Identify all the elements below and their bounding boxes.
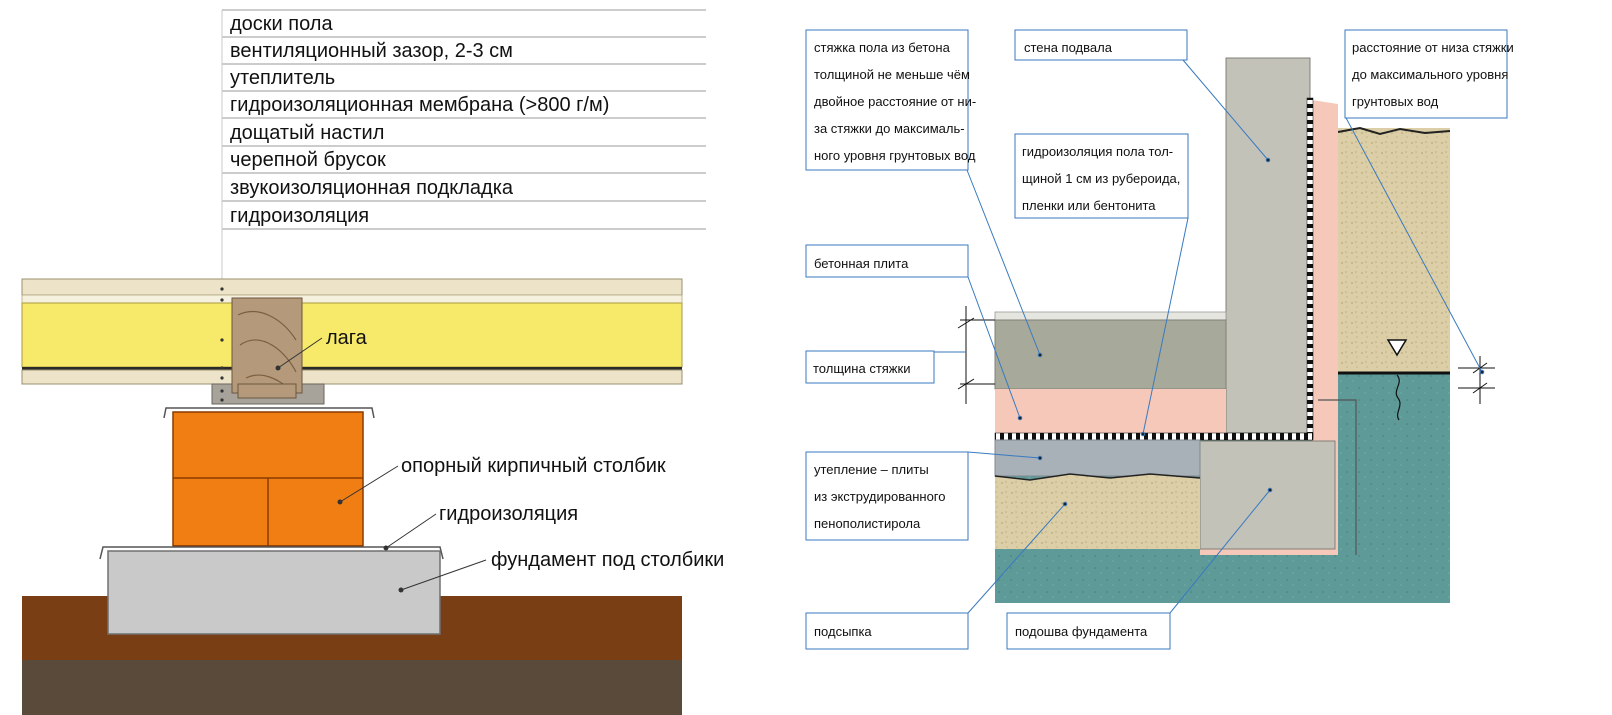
screed-note-line-5: ного уровня грунтовых вод [814, 148, 976, 163]
layers-list: доски пола вентиляционный зазор, 2-3 см … [230, 13, 609, 227]
screed-thickness-dimension [957, 306, 995, 404]
callout-box-basement-wall: стена подвала [1014, 29, 1188, 61]
cranial-bar [237, 383, 297, 399]
insulation-line-3: пенополистирола [814, 516, 921, 531]
pillar-waterproofing-cap [163, 407, 375, 419]
screed-note-line-3: двойное расстояние от ни- [814, 94, 976, 109]
concrete-screed [994, 319, 1227, 390]
screed-note-line-1: стяжка пола из бетона [814, 40, 951, 55]
layer-item-ventilation-gap: вентиляционный зазор, 2-3 см [230, 40, 513, 62]
insulation-edge [1318, 399, 1357, 555]
foundation-waterproofing-line [99, 546, 444, 560]
callout-box-footing: подошва фундамента [1006, 612, 1171, 650]
floor-pink-layer [995, 389, 1226, 433]
membrane-layer [22, 367, 682, 370]
floor-waterproofing-line-1: гидроизоляция пола тол- [1022, 144, 1173, 159]
groundwater-level-marker [1386, 339, 1408, 357]
callout-box-concrete-slab: бетонная плита [805, 244, 969, 278]
backfill-sand [995, 474, 1200, 549]
ground-surface-line [1337, 126, 1451, 136]
basement-wall-label: стена подвала [1024, 40, 1113, 55]
brick-pillar [172, 411, 364, 547]
distance-note-line-2: до максимального уровня [1352, 67, 1508, 82]
callout-brick-pillar: опорный кирпичный столбик [401, 455, 666, 477]
laga-body [231, 297, 303, 394]
distance-note-line-3: грунтовых вод [1352, 94, 1439, 109]
layer-item-sound-pad: звукоизоляционная подкладка [230, 177, 514, 199]
right-diagram: стяжка пола из бетона толщиной не меньше… [805, 29, 1514, 650]
screed-note-line-2: толщиной не меньше чём [814, 67, 970, 82]
basement-wall [1225, 57, 1311, 434]
pillar-foundation [107, 550, 441, 635]
callout-box-insulation: утепление – плиты из экструдированного п… [805, 451, 969, 541]
floor-finish-layer [994, 311, 1227, 321]
xps-insulation-board [994, 439, 1201, 477]
callout-waterproofing: гидроизоляция [439, 503, 578, 525]
screed-thickness-label: толщина стяжки [813, 361, 910, 376]
insulation-line-2: из экструдированного [814, 489, 945, 504]
callout-box-screed-note: стяжка пола из бетона толщиной не меньше… [805, 29, 976, 171]
ground-deep [22, 660, 682, 715]
sand-soil-right [1338, 128, 1450, 375]
callout-pillar-foundation: фундамент под столбики [491, 549, 724, 571]
floor-pie [21, 278, 683, 385]
water-distance-dimension [1458, 356, 1495, 404]
backfill-label: подсыпка [814, 624, 872, 639]
left-callout-leaders [275, 337, 487, 593]
distance-note-line-1: расстояние от низа стяжки [1352, 40, 1514, 55]
insulation-line-1: утепление – плиты [814, 462, 929, 477]
footing-label: подошва фундамента [1015, 624, 1148, 639]
left-callouts: лага опорный кирпичный столбик гидроизол… [326, 327, 724, 571]
left-diagram: доски пола вентиляционный зазор, 2-3 см … [21, 9, 724, 715]
layer-leader-dots [220, 287, 224, 402]
wall-waterproofing-strip [1306, 97, 1314, 439]
floor-boards-layer [21, 278, 683, 296]
concrete-slab-label: бетонная плита [814, 256, 909, 271]
floor-waterproofing-strip [994, 432, 1314, 441]
layer-item-cranial-bar: черепной брусок [230, 149, 386, 171]
layer-item-waterproofing: гидроизоляция [230, 205, 369, 227]
screed-note-line-4: за стяжки до максималь- [814, 121, 965, 136]
callout-box-screed-thickness: толщина стяжки [805, 350, 935, 384]
callout-box-floor-waterproofing: гидроизоляция пола тол- щиной 1 см из ру… [1014, 133, 1189, 219]
callout-box-distance-note: расстояние от низа стяжки до максимально… [1344, 29, 1514, 119]
callout-laga: лага [326, 327, 368, 349]
foundation-footing [1199, 440, 1336, 550]
layer-item-insulation: утеплитель [230, 67, 335, 89]
floor-waterproofing-line-3: пленки или бентонита [1022, 198, 1156, 213]
laga-beam [211, 297, 325, 405]
subfloor-layer [21, 369, 683, 385]
right-callout-leaders [934, 59, 1485, 614]
callout-box-backfill: подсыпка [805, 612, 969, 650]
backfill-top-line [994, 473, 1201, 481]
layer-item-subfloor: дощатый настил [230, 122, 384, 144]
groundwater-wave-mark [1395, 374, 1401, 421]
ventilation-gap-layer [21, 294, 683, 304]
floor-waterproofing-line-2: щиной 1 см из рубероида, [1022, 171, 1180, 186]
layer-item-membrane: гидроизоляционная мембрана (>800 г/м) [230, 94, 609, 116]
layer-item-floor-boards: доски пола [230, 13, 333, 35]
